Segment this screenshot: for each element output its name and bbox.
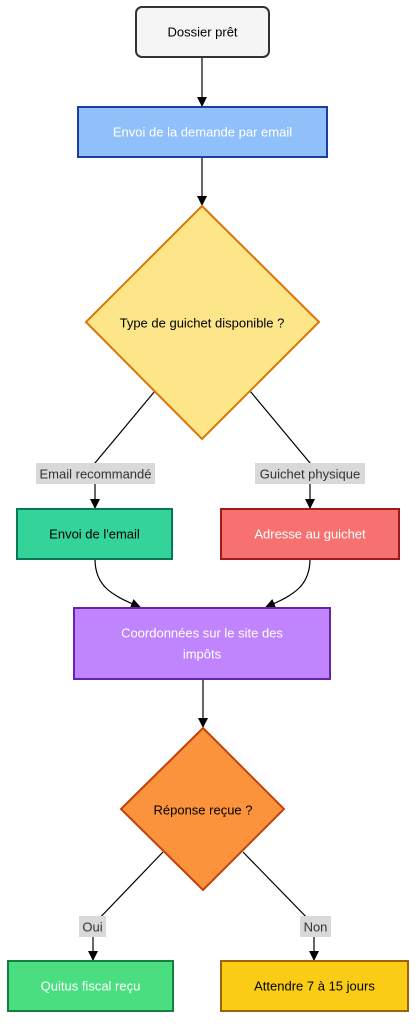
svg-text:Non: Non (304, 920, 328, 935)
node-adresse-guichet: Adresse au guichet (220, 508, 400, 560)
edge-decision-to-guichet (249, 390, 315, 509)
svg-text:Email recommandé: Email recommandé (40, 467, 152, 482)
svg-text:Dossier prêt: Dossier prêt (167, 25, 237, 40)
edge-guichet-to-coordonnees (265, 558, 311, 609)
svg-text:Réponse reçue ?: Réponse reçue ? (153, 803, 252, 818)
edge-label-oui: Oui (79, 916, 106, 937)
decision-reponse-recue: Réponse reçue ? (119, 726, 286, 892)
edge-label-email-recommande: Email recommandé (36, 463, 155, 484)
svg-text:Guichet physique: Guichet physique (260, 467, 360, 482)
edge-label-guichet-physique: Guichet physique (255, 463, 365, 484)
svg-text:Envoi de la demande par email: Envoi de la demande par email (113, 125, 292, 140)
node-coordonnees: Coordonnées sur le site des impôts (73, 607, 331, 680)
decision-type-guichet: Type de guichet disponible ? (84, 204, 321, 441)
edge-decision-to-email (90, 390, 156, 509)
edge-reponse-to-quitus (88, 851, 164, 961)
svg-text:Quitus fiscal reçu: Quitus fiscal reçu (41, 979, 141, 994)
node-attendre: Attendre 7 à 15 jours (220, 960, 409, 1012)
svg-text:Attendre 7 à 15 jours: Attendre 7 à 15 jours (254, 979, 375, 994)
svg-text:Coordonnées sur le site des: Coordonnées sur le site des (121, 626, 283, 641)
node-envoi-email: Envoi de l'email (16, 508, 173, 560)
svg-text:Adresse au guichet: Adresse au guichet (254, 527, 366, 542)
svg-text:Envoi de l'email: Envoi de l'email (49, 527, 140, 542)
svg-text:impôts: impôts (183, 647, 222, 662)
node-envoi-demande: Envoi de la demande par email (77, 106, 328, 158)
node-quitus-fiscal: Quitus fiscal reçu (7, 960, 174, 1012)
svg-text:Oui: Oui (82, 920, 102, 935)
edge-label-non: Non (300, 916, 331, 937)
edge-reponse-to-attendre (242, 851, 319, 961)
svg-text:Type de guichet disponible ?: Type de guichet disponible ? (120, 316, 285, 331)
edge-email-to-coordonnees (94, 558, 141, 609)
node-dossier-pret: Dossier prêt (135, 6, 270, 58)
